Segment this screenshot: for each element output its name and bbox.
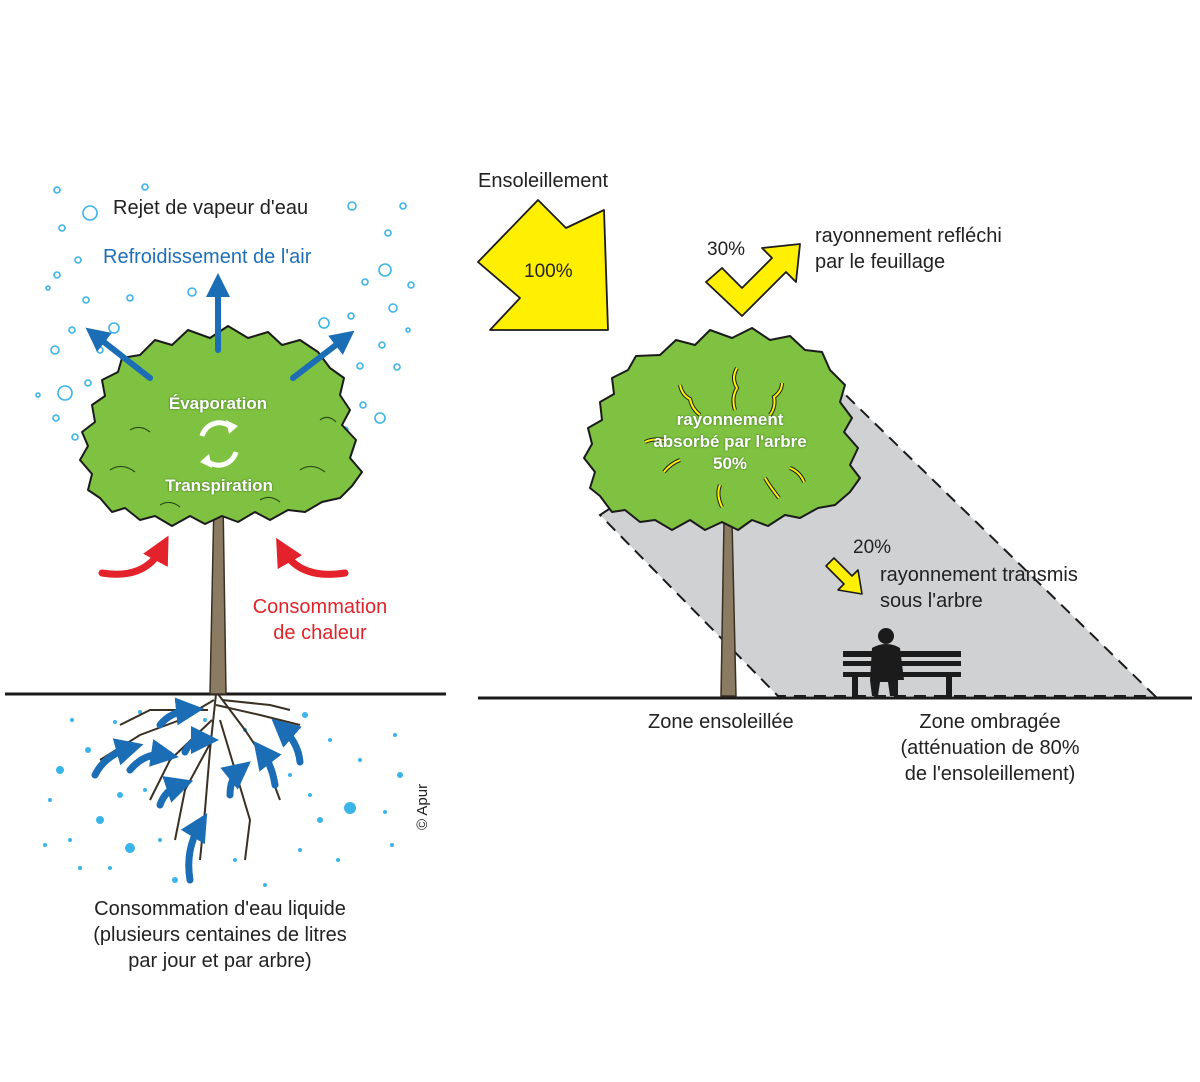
absorb-label-percent: 50% bbox=[712, 454, 748, 473]
heat-label: Consommation de chaleur bbox=[240, 594, 400, 646]
water-label-line2: (plusieurs centaines de litres bbox=[93, 924, 347, 946]
shade-label-line1: Zone ombragée bbox=[919, 711, 1061, 733]
copyright: © Apur bbox=[414, 783, 431, 830]
shade-label-line2: (atténuation de 80% bbox=[900, 737, 1080, 759]
person-head bbox=[878, 628, 894, 644]
sunshine-arrow bbox=[477, 199, 609, 331]
evaporation-label: Évaporation bbox=[168, 394, 268, 413]
absorbed-radiation-arrows-fill bbox=[644, 367, 805, 508]
reflect-percent: 30% bbox=[707, 239, 746, 260]
water-label-line1: Consommation d'eau liquide bbox=[94, 898, 346, 920]
cooling-arrows bbox=[85, 273, 355, 381]
transmit-percent: 20% bbox=[853, 537, 892, 558]
right-foliage bbox=[583, 327, 861, 531]
reflected-arrow bbox=[705, 243, 801, 317]
sun-percent: 100% bbox=[524, 261, 573, 282]
shade-label-line3: de l'ensoleillement) bbox=[904, 763, 1076, 785]
heat-label-line2: de chaleur bbox=[273, 622, 367, 644]
vapour-label: Rejet de vapeur d'eau bbox=[113, 197, 309, 219]
person-body bbox=[870, 644, 904, 696]
transmit-label-line2: sous l'arbre bbox=[880, 590, 983, 612]
right-tree bbox=[583, 327, 861, 697]
soil-water-droplets bbox=[43, 710, 403, 887]
absorb-label-line1: rayonnement bbox=[676, 410, 784, 429]
heat-arrows bbox=[98, 535, 349, 578]
shade-zone-label: Zone ombragée (atténuation de 80% de l'e… bbox=[870, 709, 1110, 787]
reflect-label: rayonnement refléchi par le feuillage bbox=[815, 223, 1002, 275]
cooling-label: Refroidissement de l'air bbox=[103, 246, 312, 268]
transmit-label-line1: rayonnement transmis bbox=[880, 564, 1078, 586]
heat-label-line1: Consommation bbox=[252, 596, 388, 618]
sun-label: Ensoleillement bbox=[478, 170, 609, 192]
transpiration-label: Transpiration bbox=[165, 476, 273, 495]
vapour-bubbles bbox=[35, 183, 415, 441]
absorb-label: rayonnement absorbé par l'arbre 50% bbox=[645, 409, 815, 475]
water-label: Consommation d'eau liquide (plusieurs ce… bbox=[60, 896, 380, 974]
reflect-label-line1: rayonnement refléchi bbox=[815, 225, 1002, 247]
transmit-label: rayonnement transmis sous l'arbre bbox=[880, 562, 1078, 614]
bench-with-person bbox=[843, 628, 961, 697]
absorb-label-line2: absorbé par l'arbre bbox=[653, 432, 807, 451]
water-uptake-arrows bbox=[91, 697, 304, 884]
sunny-zone-label: Zone ensoleillée bbox=[648, 711, 794, 733]
reflect-label-line2: par le feuillage bbox=[815, 251, 946, 273]
transmitted-arrow bbox=[825, 557, 863, 595]
water-label-line3: par jour et par arbre) bbox=[128, 950, 312, 972]
